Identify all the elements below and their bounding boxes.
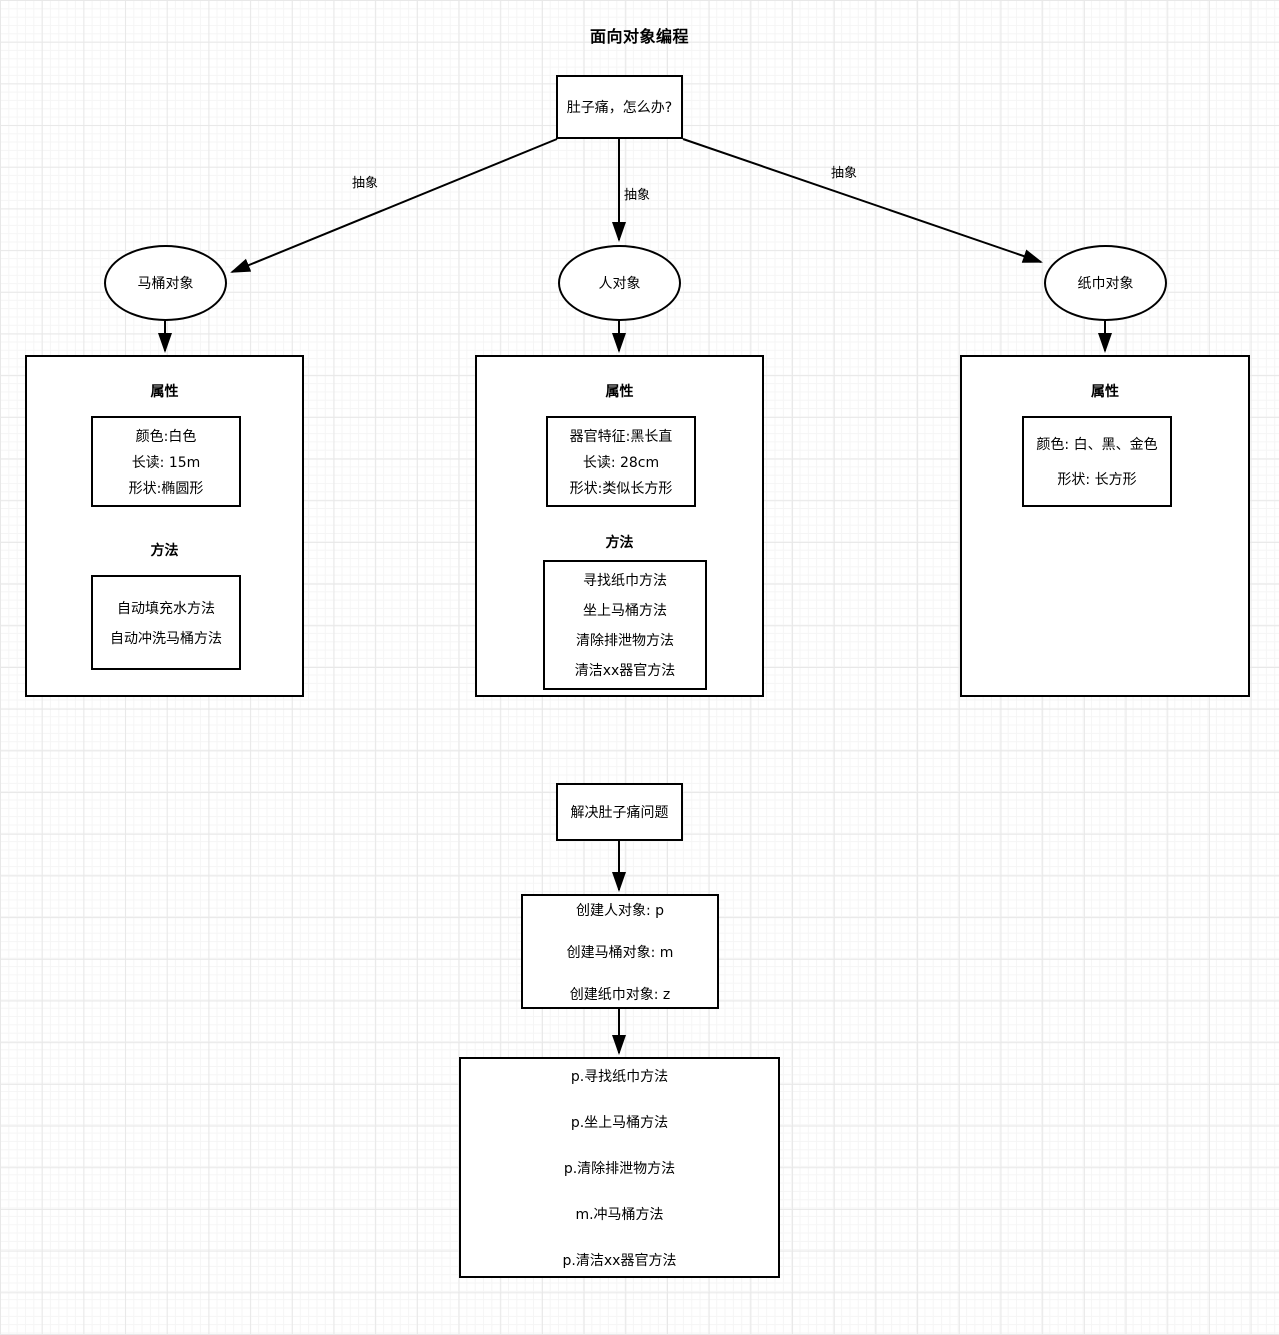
methods-heading-toilet: 方法 [150,543,179,559]
call-item: p.寻找纸巾方法 [570,1068,669,1085]
method-item: 自动填充水方法 [117,600,215,617]
call-item: p.清除排泄物方法 [563,1160,676,1177]
create-item: 创建马桶对象: m [566,944,674,961]
edge-label-abstract-right: 抽象 [831,166,858,181]
method-item: 清除排泄物方法 [576,633,674,649]
attribute-item: 形状:类似长方形 [569,480,673,497]
attribute-item: 形状: 长方形 [1057,472,1137,488]
object-node-person-label: 人对象 [598,276,641,292]
call-item: m.冲马桶方法 [575,1206,664,1223]
attributes-box-toilet[interactable]: 颜色:白色 长读: 15m 形状:椭圆形 [91,416,241,507]
attribute-item: 器官特征:黑长直 [569,428,673,445]
edge-root-to-tissue [682,138,1043,263]
method-item: 坐上马桶方法 [583,603,667,619]
call-item: p.清洁xx器官方法 [562,1252,677,1269]
object-node-toilet[interactable]: 马桶对象 [104,245,227,321]
method-item: 清洁xx器官方法 [574,663,676,679]
attribute-item: 长读: 28cm [582,454,660,471]
flow-method-calls-box[interactable]: p.寻找纸巾方法 p.坐上马桶方法 p.清除排泄物方法 m.冲马桶方法 p.清洁… [459,1057,780,1278]
edge-label-abstract-left: 抽象 [352,176,379,191]
class-box-person[interactable]: 属性 器官特征:黑长直 长读: 28cm 形状:类似长方形 方法 寻找纸巾方法 … [475,355,764,697]
attribute-item: 颜色:白色 [135,428,197,445]
object-node-tissue-label: 纸巾对象 [1077,276,1134,292]
root-problem-box[interactable]: 肚子痛，怎么办? [556,75,683,139]
attributes-heading-toilet: 属性 [150,384,179,400]
flow-start-label: 解决肚子痛问题 [570,805,669,821]
attribute-item: 形状:椭圆形 [128,480,204,497]
method-item: 自动冲洗马桶方法 [110,630,222,647]
root-problem-label: 肚子痛，怎么办? [566,100,673,116]
attribute-item: 长读: 15m [131,454,201,471]
create-item: 创建人对象: p [575,902,665,919]
methods-heading-person: 方法 [605,535,634,551]
methods-box-toilet[interactable]: 自动填充水方法 自动冲洗马桶方法 [91,575,241,670]
class-box-tissue[interactable]: 属性 颜色: 白、黑、金色 形状: 长方形 [960,355,1250,697]
attributes-box-tissue[interactable]: 颜色: 白、黑、金色 形状: 长方形 [1022,416,1172,507]
methods-box-person[interactable]: 寻找纸巾方法 坐上马桶方法 清除排泄物方法 清洁xx器官方法 [543,560,707,690]
call-item: p.坐上马桶方法 [570,1114,669,1131]
flow-create-objects-box[interactable]: 创建人对象: p 创建马桶对象: m 创建纸巾对象: z [521,894,719,1009]
edge-label-abstract-middle: 抽象 [624,188,651,203]
method-item: 寻找纸巾方法 [583,573,667,589]
attributes-heading-tissue: 属性 [1091,384,1119,400]
attribute-item: 颜色: 白、黑、金色 [1036,437,1158,453]
attributes-heading-person: 属性 [605,384,634,400]
object-node-toilet-label: 马桶对象 [137,276,194,292]
edge-root-to-toilet [230,138,558,273]
object-node-person[interactable]: 人对象 [558,245,681,321]
attributes-box-person[interactable]: 器官特征:黑长直 长读: 28cm 形状:类似长方形 [546,416,696,507]
create-item: 创建纸巾对象: z [569,986,671,1003]
class-box-toilet[interactable]: 属性 颜色:白色 长读: 15m 形状:椭圆形 方法 自动填充水方法 自动冲洗马… [25,355,304,697]
page-title: 面向对象编程 [589,27,689,46]
object-node-tissue[interactable]: 纸巾对象 [1044,245,1167,321]
flow-start-box[interactable]: 解决肚子痛问题 [556,783,683,841]
